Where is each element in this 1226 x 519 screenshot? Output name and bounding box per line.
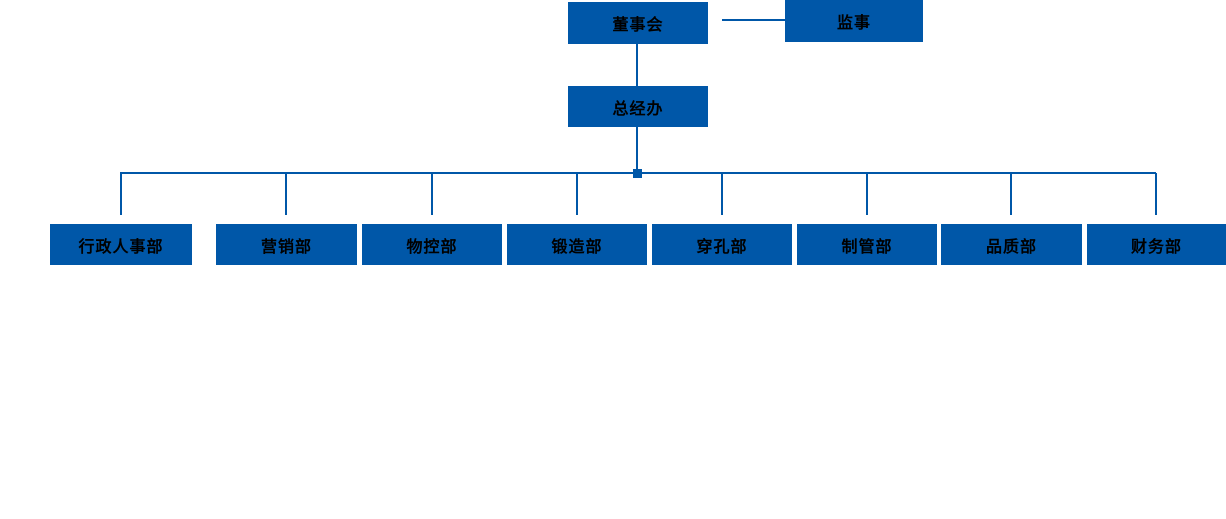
connector-drop-5	[721, 173, 723, 215]
org-node-dept-material-control: 物控部	[362, 224, 502, 265]
connector-gm-office-spine	[636, 127, 638, 173]
org-node-dept-admin-hr: 行政人事部	[50, 224, 192, 265]
connector-drop-3	[431, 173, 433, 215]
org-node-supervisor: 监事	[785, 0, 923, 42]
org-node-gm-office: 总经办	[568, 86, 708, 127]
org-node-dept-finance: 财务部	[1087, 224, 1226, 265]
connector-drop-2	[285, 173, 287, 215]
connector-drop-6	[866, 173, 868, 215]
org-node-dept-quality: 品质部	[941, 224, 1082, 265]
org-node-board: 董事会	[568, 2, 708, 44]
connector-drop-4	[576, 173, 578, 215]
connector-board-supervisor	[722, 19, 785, 21]
org-node-dept-forging: 锻造部	[507, 224, 647, 265]
org-node-dept-marketing: 营销部	[216, 224, 357, 265]
connector-board-gm-office	[636, 44, 638, 86]
org-node-dept-pipe-making: 制管部	[797, 224, 937, 265]
connector-drop-7	[1010, 173, 1012, 215]
connector-drop-1	[120, 173, 122, 215]
connector-spine	[120, 172, 1156, 174]
connector-drop-8	[1155, 173, 1157, 215]
org-node-dept-piercing: 穿孔部	[652, 224, 792, 265]
